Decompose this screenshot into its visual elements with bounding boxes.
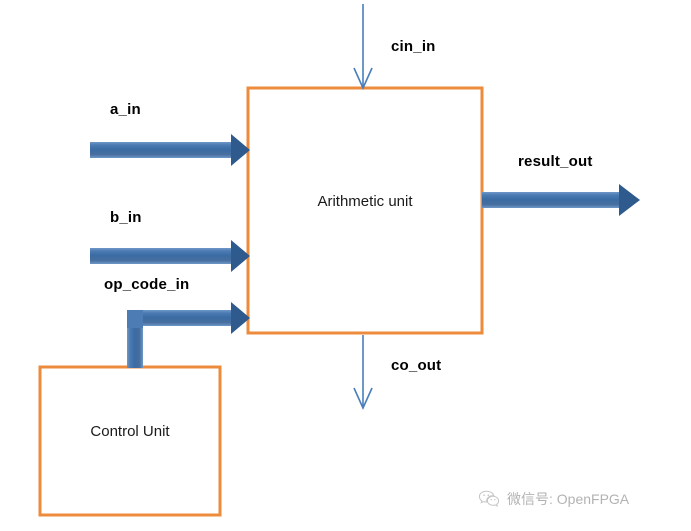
signal-arrow-b-in [90,240,250,272]
signal-arrow-op-code-in [127,302,250,368]
block-label-arithmetic-unit: Arithmetic unit [317,193,413,210]
signal-label-a-in: a_in [110,101,141,118]
signal-label-op-code-in: op_code_in [104,276,190,293]
watermark: 微信号: OpenFPGA [478,489,629,509]
signal-arrow-co-out [353,335,373,410]
signal-label-cin-in: cin_in [391,38,436,55]
watermark-text: 微信号: OpenFPGA [507,491,630,507]
signal-label-b-in: b_in [110,209,142,226]
block-control-unit [38,365,222,517]
signal-arrow-result-out [482,184,640,216]
signal-label-co-out: co_out [391,357,442,374]
wechat-logo-icon [478,490,500,507]
signal-arrow-cin-in [353,4,373,90]
signal-arrow-a-in [90,134,250,166]
block-label-control-unit: Control Unit [90,423,170,440]
block-arithmetic-unit [246,86,484,335]
signal-label-result-out: result_out [518,153,593,170]
